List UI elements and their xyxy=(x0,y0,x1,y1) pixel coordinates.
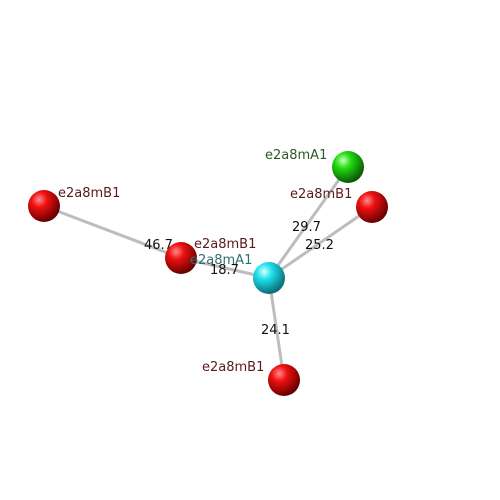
atom-center[interactable] xyxy=(253,262,285,294)
atom-red-mid[interactable] xyxy=(165,242,197,274)
atom-label-green: e2a8mA1 xyxy=(265,148,327,163)
atom-label-red-left: e2a8mB1 xyxy=(58,186,120,201)
atom-label-center: e2a8mA1 xyxy=(190,253,252,268)
atom-label-red-mid: e2a8mB1 xyxy=(194,237,256,252)
atom-red-right[interactable] xyxy=(356,191,388,223)
bond-label-18-7: 18.7 xyxy=(210,263,239,278)
atom-red-bottom[interactable] xyxy=(268,364,300,396)
bond-center-green xyxy=(267,166,350,279)
atom-labels: e2a8mB1 e2a8mA1 e2a8mB1 e2a8mB1 e2a8mA1 … xyxy=(58,148,352,375)
bond-label-24-1: 24.1 xyxy=(261,323,290,338)
bond-labels: 29.7 25.2 18.7 46.7 24.1 xyxy=(144,220,334,338)
atoms xyxy=(28,151,388,396)
atom-red-left[interactable] xyxy=(28,190,60,222)
bond-center-red-right xyxy=(268,205,373,280)
bond-label-46-7: 46.7 xyxy=(144,238,173,253)
atom-green[interactable] xyxy=(332,151,364,183)
bond-label-29-7: 29.7 xyxy=(292,220,321,235)
bond-red-mid-red-left xyxy=(43,204,182,260)
atom-label-red-bottom: e2a8mB1 xyxy=(202,360,264,375)
bond-label-25-2: 25.2 xyxy=(305,238,334,253)
bond-center-red-bottom xyxy=(267,277,286,381)
atom-label-red-right: e2a8mB1 xyxy=(290,187,352,202)
